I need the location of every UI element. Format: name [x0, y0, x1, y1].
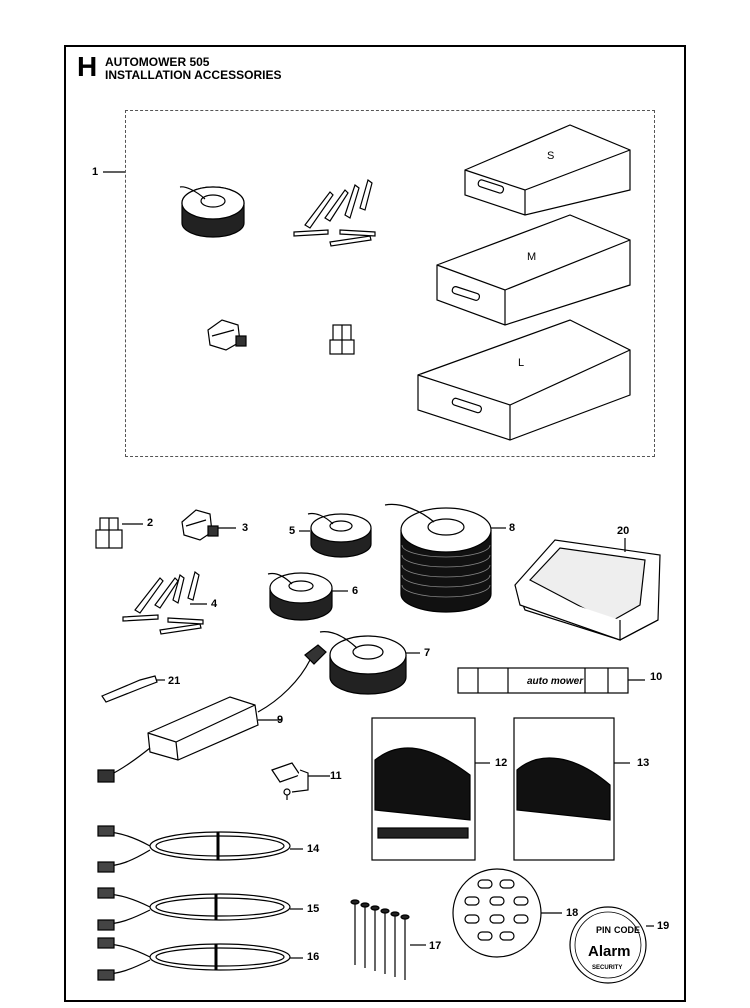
screws-icon	[350, 899, 426, 980]
callout-17: 17	[429, 940, 442, 952]
kit-connector-icon	[207, 319, 247, 351]
callout-19: 19	[657, 920, 670, 932]
drawing-frame	[64, 45, 686, 1002]
box-size-m: M	[527, 251, 537, 263]
section-letter: H	[77, 51, 98, 82]
large-spool-icon	[384, 503, 506, 613]
cable-15-icon	[97, 887, 303, 931]
badge-line4: SECURITY	[592, 965, 622, 971]
callout-13: 13	[637, 757, 650, 769]
box-size-l: L	[518, 357, 525, 369]
connector-icon	[181, 509, 236, 541]
callout-9: 9	[277, 714, 284, 726]
kit-pegs-icon	[293, 178, 376, 247]
callout-18: 18	[566, 907, 579, 919]
section-title: INSTALLATION ACCESSORIES	[105, 68, 282, 82]
kit-coupler-icon	[329, 324, 355, 355]
medium-spool-icon	[319, 631, 420, 695]
callout-5: 5	[289, 525, 296, 537]
callout-10: 10	[650, 671, 663, 683]
quick-guide-icon	[513, 717, 630, 861]
box-s-icon	[464, 124, 631, 216]
cable-16-icon	[97, 937, 303, 981]
security-badge-icon	[569, 906, 654, 984]
power-supply-icon	[97, 644, 327, 783]
decal-strip-icon	[457, 667, 645, 694]
quick-guide-label: QUICK GUIDE	[537, 818, 577, 824]
callout-16: 16	[307, 951, 320, 963]
callout-11: 11	[330, 770, 342, 782]
operator-manual-icon	[371, 717, 490, 861]
box-size-s: S	[547, 150, 555, 162]
kit-wire-spool-icon	[179, 186, 245, 238]
installation-kit-box	[125, 110, 655, 457]
callout-6: 6	[352, 585, 359, 597]
callout-12: 12	[495, 757, 508, 769]
callout-20: 20	[617, 525, 630, 537]
badge-line1: PIN	[596, 925, 611, 935]
screwdriver-bit-icon	[101, 675, 165, 703]
callout-3: 3	[242, 522, 249, 534]
callout-7: 7	[424, 647, 431, 659]
callout-1: 1	[92, 166, 99, 178]
box-l-icon	[417, 319, 631, 441]
callout-21: 21	[168, 675, 181, 687]
badge-line3: Alarm	[588, 943, 631, 960]
callout-8: 8	[509, 522, 516, 534]
box-m-icon	[436, 214, 631, 326]
mounting-plate-icon	[452, 868, 562, 958]
callout-15: 15	[307, 903, 320, 915]
product-title: AUTOMOWER 505	[105, 55, 210, 69]
pegs-icon	[122, 570, 207, 635]
cable-14-icon	[97, 825, 303, 873]
bracket-screw-icon	[271, 762, 330, 800]
callout-14: 14	[307, 843, 320, 855]
carry-case-icon	[514, 538, 661, 641]
spool-icon	[267, 572, 348, 621]
badge-line2: CODE	[614, 925, 640, 935]
coupler-icon	[95, 517, 143, 549]
callout-4: 4	[211, 598, 218, 610]
small-spool-icon	[299, 512, 372, 558]
callout-2: 2	[147, 517, 154, 529]
decal-brand-label: auto mower	[527, 676, 584, 687]
